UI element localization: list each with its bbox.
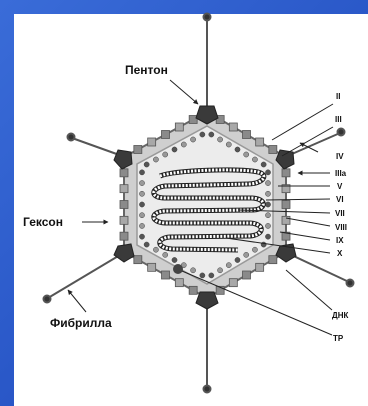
protein-dot	[226, 263, 231, 268]
protein-dot	[265, 170, 270, 175]
hexon-unit	[229, 279, 237, 287]
protein-dot	[200, 132, 205, 137]
label-x: X	[337, 249, 343, 258]
protein-dot	[139, 202, 144, 207]
hexon-unit	[120, 201, 128, 209]
protein-dot	[252, 247, 257, 252]
protein-dot	[139, 234, 144, 239]
protein-dot	[144, 162, 149, 167]
hexon-unit	[282, 201, 290, 209]
protein-dot	[209, 132, 214, 137]
protein-dot	[181, 142, 186, 147]
label-ix: IX	[336, 236, 344, 245]
protein-dot	[139, 223, 144, 228]
protein-dot	[172, 147, 177, 152]
label-iii: III	[335, 115, 342, 124]
hexon-unit	[148, 138, 156, 146]
label-penton: Пентон	[125, 63, 168, 77]
protein-dot	[265, 223, 270, 228]
protein-dot	[200, 273, 205, 278]
label-iv: IV	[336, 152, 344, 161]
hexon-unit	[189, 286, 197, 294]
label-dnk: ДНК	[332, 311, 348, 320]
hexon-unit	[269, 146, 277, 154]
hexon-unit	[162, 271, 170, 279]
hexon-unit	[120, 185, 128, 193]
protein-dot	[244, 152, 249, 157]
label-viii: VIII	[335, 223, 347, 232]
protein-dot	[190, 137, 195, 142]
hexon-unit	[134, 146, 142, 154]
hexon-unit	[282, 216, 290, 224]
protein-dot	[235, 257, 240, 262]
protein-dot	[244, 252, 249, 257]
hexon-unit	[162, 131, 170, 139]
hexon-unit	[175, 279, 183, 287]
label-v: V	[337, 182, 343, 191]
label-fibrilla: Фибрилла	[50, 316, 112, 330]
protein-dot	[139, 191, 144, 196]
protein-dot	[139, 180, 144, 185]
hexon-unit	[229, 123, 237, 131]
hexon-unit	[282, 169, 290, 177]
protein-dot	[226, 142, 231, 147]
protein-dot	[163, 152, 168, 157]
hexon-unit	[269, 256, 277, 264]
hexon-unit	[148, 263, 156, 271]
protein-dot	[265, 202, 270, 207]
protein-dot	[190, 268, 195, 273]
label-tp: ТР	[333, 334, 344, 343]
hexon-unit	[243, 131, 251, 139]
protein-dot	[172, 257, 177, 262]
hexon-unit	[134, 256, 142, 264]
protein-dot	[252, 157, 257, 162]
terminal-protein	[173, 264, 183, 274]
hexon-unit	[256, 138, 264, 146]
protein-dot	[153, 247, 158, 252]
protein-dot	[153, 157, 158, 162]
protein-dot	[209, 273, 214, 278]
hexon-unit	[120, 169, 128, 177]
protein-dot	[139, 213, 144, 218]
protein-dot	[217, 268, 222, 273]
protein-dot	[139, 170, 144, 175]
label-vii: VII	[335, 209, 345, 218]
protein-dot	[163, 252, 168, 257]
protein-dot	[265, 234, 270, 239]
hexon-unit	[243, 271, 251, 279]
label-ii: II	[336, 92, 340, 101]
hexon-unit	[256, 263, 264, 271]
hexon-unit	[120, 232, 128, 240]
hexon-unit	[175, 123, 183, 131]
protein-dot	[265, 213, 270, 218]
label-hexon: Гексон	[23, 215, 63, 229]
protein-dot	[265, 180, 270, 185]
protein-dot	[144, 242, 149, 247]
protein-dot	[261, 162, 266, 167]
protein-dot	[235, 147, 240, 152]
protein-dot	[265, 191, 270, 196]
label-vi: VI	[336, 195, 344, 204]
hexon-unit	[120, 216, 128, 224]
label-iiia: IIIa	[335, 169, 347, 178]
protein-dot	[217, 137, 222, 142]
